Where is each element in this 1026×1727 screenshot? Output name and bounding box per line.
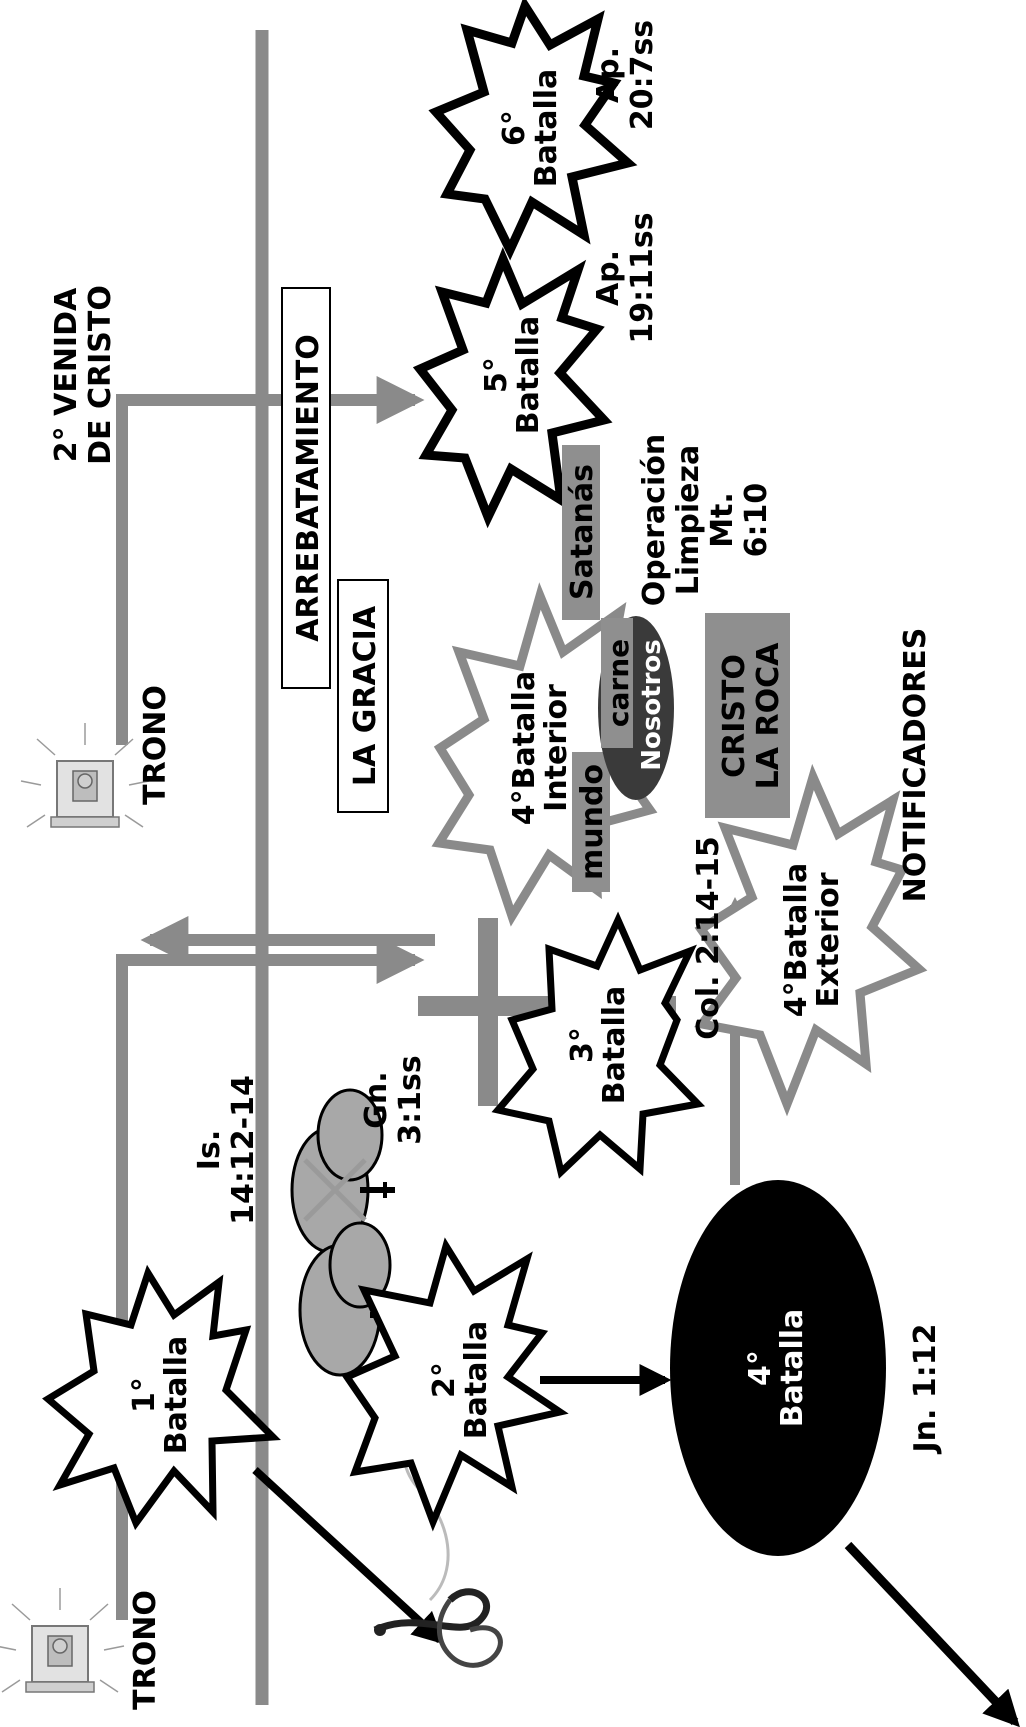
battle-4-ordinal: 4° — [743, 1350, 778, 1386]
battle-1-label: Batalla — [159, 1336, 194, 1455]
cleanup-line2: Limpieza — [671, 445, 706, 595]
battle-5-label: Batalla — [511, 316, 546, 435]
satan-label: Satanás — [565, 464, 600, 600]
is-ref-line2: 14:12-14 — [226, 1075, 261, 1225]
second-coming-line1: 2° VENIDA — [49, 287, 84, 462]
christ-label: CRISTO — [717, 654, 752, 778]
battle-4-exterior-sublabel: Exterior — [811, 872, 846, 1007]
cleanup-line3: Mt. — [705, 492, 740, 548]
notifiers-label: NOTIFICADORES — [898, 628, 933, 903]
battle-4-interior-sublabel: Interior — [539, 684, 574, 812]
cleanup-line1: Operación — [637, 434, 672, 606]
ap20-ref-line2: 20:7ss — [625, 20, 660, 130]
world-label: mundo — [575, 764, 610, 880]
ap19-ref-line1: Ap. — [591, 250, 626, 306]
battle-1-ordinal: 1° — [127, 1377, 162, 1413]
battle-4-label: Batalla — [775, 1309, 810, 1428]
ap19-ref-line2: 19:11ss — [625, 212, 660, 343]
battle-5-ordinal: 5° — [479, 357, 514, 393]
is-ref-line1: Is. — [192, 1130, 227, 1170]
us-label: Nosotros — [637, 639, 667, 771]
ap20-ref-line1: Ap. — [591, 47, 626, 103]
battle-6-ordinal: 6° — [497, 110, 532, 146]
rock-label: LA ROCA — [751, 642, 786, 789]
throne-label-bottom: TRONO — [128, 1590, 163, 1710]
cleanup-line4: 6:10 — [739, 483, 774, 558]
battle-6-label: Batalla — [529, 69, 564, 188]
battle-1: 1° Batalla — [48, 1273, 273, 1523]
grace-label: LA GRACIA — [348, 605, 383, 786]
throne-icon-bottom — [0, 1588, 124, 1692]
gn-ref-line2: 3:1ss — [393, 1055, 428, 1144]
battle-2-ordinal: 2° — [427, 1362, 462, 1398]
arrow-battle4-down — [848, 1545, 1015, 1722]
battle-4-exterior-label: 4°Batalla — [779, 863, 814, 1017]
throne-icon-top — [21, 723, 149, 827]
rapture-label: ARREBATAMIENTO — [291, 334, 326, 642]
battle-3-label: Batalla — [597, 986, 632, 1105]
battle-3: 3° Batalla — [498, 920, 698, 1172]
battle-4-interior-label: 4°Batalla — [507, 671, 542, 825]
battle-3-ordinal: 3° — [565, 1027, 600, 1063]
col-ref: Col. 2:14-15 — [691, 836, 726, 1040]
throne-label-top: TRONO — [138, 685, 173, 805]
second-coming-line2: DE CRISTO — [83, 285, 118, 465]
jn-ref: Jn. 1:12 — [908, 1324, 943, 1455]
battle-6: 6° Batalla — [436, 6, 628, 250]
battle-2-label: Batalla — [459, 1321, 494, 1440]
arrow-battle1-to-serpent — [255, 1470, 440, 1640]
gn-ref-line1: Gn. — [359, 1071, 394, 1128]
flesh-label: carne — [602, 639, 635, 727]
